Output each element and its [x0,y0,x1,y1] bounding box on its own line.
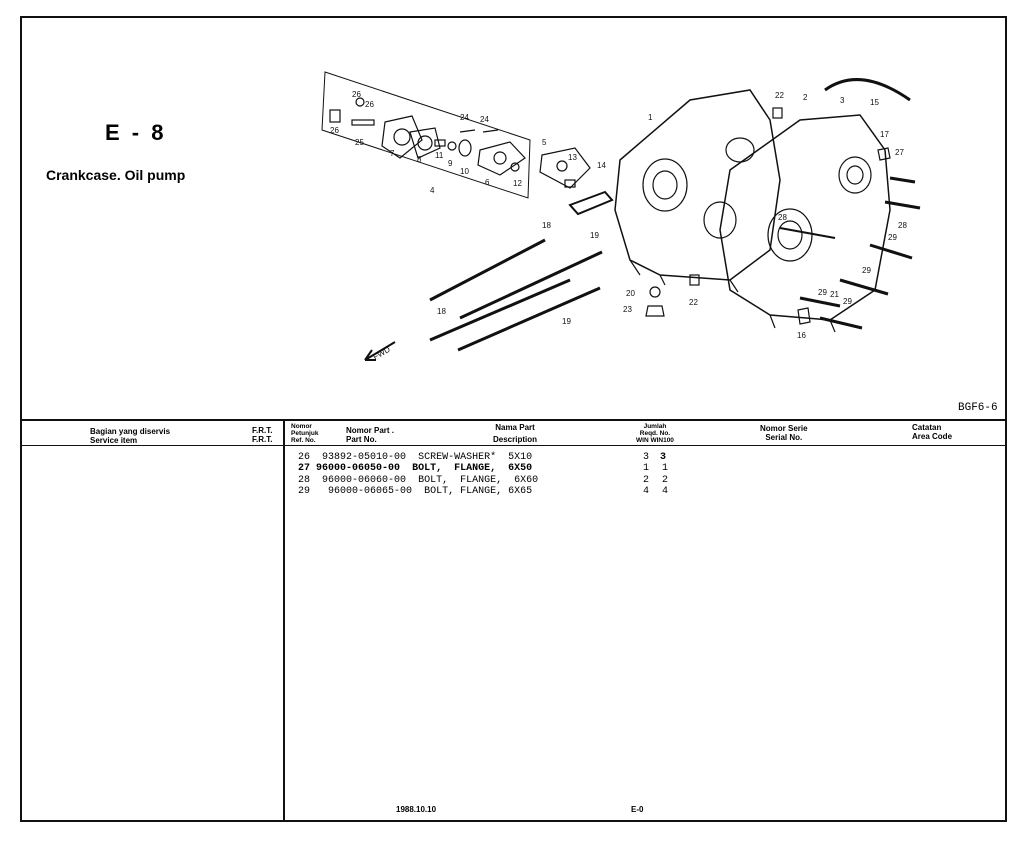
callout: 18 [437,307,446,316]
callout: 14 [597,161,606,170]
table-row: 27 96000-06050-00 BOLT, FLANGE, 6X50 [298,463,533,474]
callout: 5 [542,138,547,147]
callout: 22 [775,91,784,100]
callout: 21 [830,290,839,299]
callout: 11 [435,151,444,160]
header-description: Nama Part Description [493,423,538,444]
section-title: Crankcase. Oil pump [46,167,186,183]
callout: 10 [460,167,469,176]
callout: 3 [840,96,845,105]
header-frt: F.R.T. F.R.T. [252,426,273,444]
callout: 15 [870,98,879,107]
qty-win: 2 [643,475,650,486]
callout: 24 [460,113,469,122]
callout: 1 [648,113,653,122]
footer-page: E-0 [631,805,644,814]
callout: 20 [626,289,635,298]
exploded-parts-diagram: 26 26 26 25 7 8 11 9 10 24 24 6 12 5 13 … [321,71,921,362]
callout: 19 [590,231,599,240]
callout: 6 [485,178,490,187]
qty-win: 3 [643,452,650,463]
callout: 2 [803,93,808,102]
callout: 28 [778,213,787,222]
fwd-label: FWD [372,345,392,362]
callout: 28 [898,221,907,230]
qty-win100: 1 [662,463,669,474]
qty-win100: 2 [662,475,669,486]
callout: 24 [480,115,489,124]
callout: 17 [880,130,889,139]
callout: 29 [818,288,827,297]
callout: 26 [352,90,361,99]
table-divider [283,420,285,820]
table-row: 29 96000-06065-00 BOLT, FLANGE, 6X65 [298,486,533,497]
callout: 16 [797,331,806,340]
table-header-rule [22,445,1005,446]
callout: 23 [623,305,632,314]
callout: 29 [862,266,871,275]
callout: 26 [365,100,374,109]
section-code: E - 8 [105,120,167,145]
callout: 7 [390,149,395,158]
callout: 8 [417,155,422,164]
callout: 13 [568,153,577,162]
header-part-no: Nomor Part . Part No. [346,426,395,444]
qty-win100: 3 [660,452,667,463]
header-qty: Jumlah Reqd. No. WIN WIN100 [636,423,674,444]
header-service-item: Bagian yang diservis Service item [90,427,171,445]
callout: 12 [513,179,522,188]
callout: 19 [562,317,571,326]
qty-win: 4 [643,486,650,497]
page-frame [20,16,1007,822]
header-serial-no: Nomor Serie Serial No. [760,424,808,442]
callout: 29 [888,233,897,242]
callout: 25 [355,138,364,147]
header-area-code: Catatan Area Code [912,423,953,441]
callout: 22 [689,298,698,307]
qty-win: 1 [643,463,650,474]
callout: 18 [542,221,551,230]
callout: 4 [430,186,435,195]
footer-date: 1988.10.10 [396,805,437,814]
callout: 26 [330,126,339,135]
qty-win100: 4 [662,486,669,497]
drawing-code: BGF6-6 [958,402,998,414]
table-top-rule [22,419,1005,421]
callout: 29 [843,297,852,306]
table-row: 28 96000-06060-00 BOLT, FLANGE, 6X60 [298,475,539,486]
callout: 27 [895,148,904,157]
header-ref-no: Nomor Petunjuk Ref. No. [291,423,319,444]
callout: 9 [448,159,453,168]
table-row: 26 93892-05010-00 SCREW-WASHER* 5X10 [298,452,533,463]
